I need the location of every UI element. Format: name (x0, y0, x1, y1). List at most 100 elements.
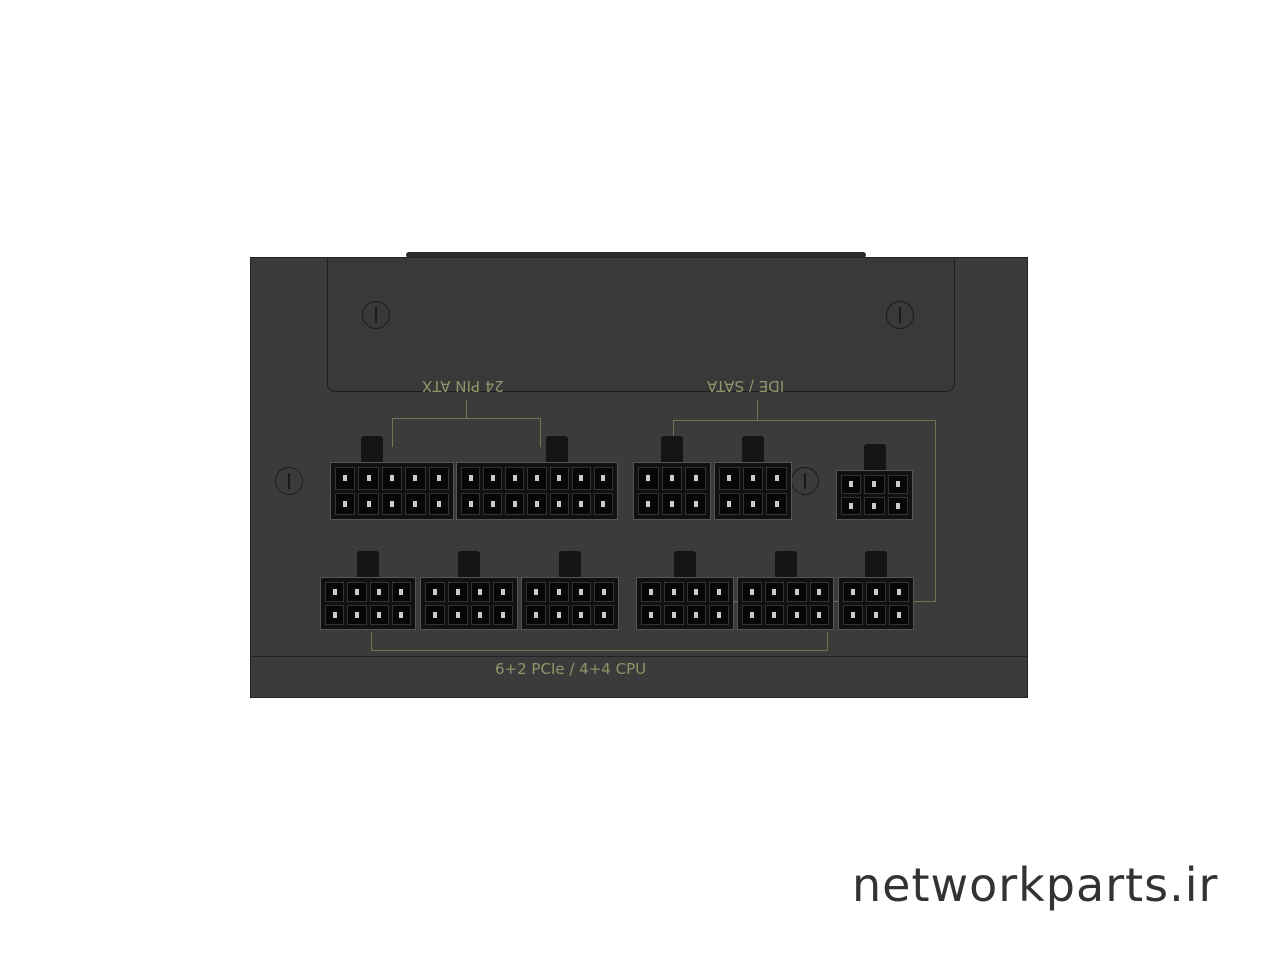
connector-pin (461, 492, 481, 515)
connector-pin (641, 582, 661, 602)
connector-pin (391, 605, 411, 625)
connector-pin (593, 492, 613, 515)
connector-pin (369, 582, 389, 602)
connector-pin (663, 582, 684, 602)
connector-pin (526, 582, 546, 602)
recessed-plate (327, 258, 955, 392)
connector-pin (325, 582, 345, 602)
sata-connector-3[interactable] (836, 470, 913, 520)
connector-pin (428, 467, 449, 490)
connector-pin (594, 582, 614, 602)
connector-pin (766, 492, 787, 515)
connector-pin (661, 492, 683, 515)
connector-pin (527, 467, 547, 490)
connector-pin (325, 605, 345, 625)
connector-pin (866, 582, 886, 602)
pcie-cpu-connector-4[interactable] (636, 577, 734, 630)
atx-24pin-part-14[interactable] (456, 462, 618, 520)
connector-pin (843, 605, 863, 625)
connector-pin (405, 492, 426, 515)
connector-pin (809, 605, 829, 625)
sata-connector-1[interactable] (633, 462, 711, 520)
connector-pin (347, 605, 367, 625)
connector-pin (764, 582, 784, 602)
connector-pin (843, 582, 863, 602)
connector-pin (719, 492, 740, 515)
connector-pin (335, 467, 356, 490)
connector-pin (709, 605, 729, 625)
connector-pin (663, 605, 684, 625)
leader-line (466, 400, 467, 418)
connector-latch (546, 436, 568, 462)
watermark-logo: networkparts.ir (852, 858, 1219, 912)
connector-latch (865, 551, 887, 577)
connector-pin (809, 582, 829, 602)
connector-pin (841, 475, 862, 494)
connector-pin (505, 492, 525, 515)
connector-pin (571, 467, 591, 490)
connector-pin (864, 475, 885, 494)
connector-pin (686, 605, 707, 625)
leader-line (757, 400, 758, 420)
connector-latch (357, 551, 379, 577)
connector-pin (358, 492, 379, 515)
connector-pin (641, 605, 661, 625)
connector-pin (685, 492, 706, 515)
connector-pin (764, 605, 784, 625)
connector-pin (369, 605, 389, 625)
atx-label: 24 PIN ATX (422, 377, 504, 395)
connector-pin (405, 467, 426, 490)
connector-pin (461, 467, 481, 490)
connector-latch (361, 436, 383, 462)
pcie-cpu-label: 6+2 PCIe / 4+4 CPU (495, 660, 647, 678)
connector-pin (493, 582, 513, 602)
connector-pin (548, 582, 569, 602)
atx-24pin-part-10[interactable] (330, 462, 454, 520)
connector-pin (864, 496, 885, 515)
connector-pin (527, 492, 547, 515)
pcie-cpu-connector-3[interactable] (521, 577, 619, 630)
connector-pin (571, 582, 592, 602)
connector-pin (889, 605, 909, 625)
sata-label: IDE / SATA (707, 377, 785, 395)
connector-pin (866, 605, 886, 625)
leader-line (392, 418, 541, 447)
connector-pin (381, 467, 403, 490)
screw-icon (886, 301, 914, 329)
connector-pin (505, 467, 525, 490)
connector-pin (841, 496, 862, 515)
connector-pin (470, 605, 491, 625)
connector-latch (458, 551, 480, 577)
connector-pin (594, 605, 614, 625)
connector-pin (526, 605, 546, 625)
connector-latch (742, 436, 764, 462)
connector-pin (425, 582, 445, 602)
connector-pin (787, 605, 807, 625)
pcie-cpu-connector-5[interactable] (737, 577, 834, 630)
connector-pin (381, 492, 403, 515)
connector-pin (709, 582, 729, 602)
connector-pin (766, 467, 787, 490)
connector-pin (425, 605, 445, 625)
connector-latch (661, 436, 683, 462)
connector-pin (742, 582, 762, 602)
connector-pin (887, 475, 908, 494)
connector-pin (787, 582, 807, 602)
connector-pin (887, 496, 908, 515)
pcie-cpu-connector-2[interactable] (420, 577, 518, 630)
connector-pin (571, 492, 591, 515)
pcie-cpu-connector-1[interactable] (320, 577, 416, 630)
connector-pin (335, 492, 356, 515)
connector-pin (549, 467, 569, 490)
sata-connector-2[interactable] (714, 462, 792, 520)
connector-pin (447, 582, 468, 602)
sata-connector-4[interactable] (838, 577, 914, 630)
connector-pin (347, 582, 367, 602)
connector-pin (483, 492, 503, 515)
leader-line (673, 420, 674, 438)
connector-pin (428, 492, 449, 515)
connector-latch (674, 551, 696, 577)
connector-pin (549, 492, 569, 515)
leader-line (371, 632, 828, 651)
connector-pin (719, 467, 740, 490)
